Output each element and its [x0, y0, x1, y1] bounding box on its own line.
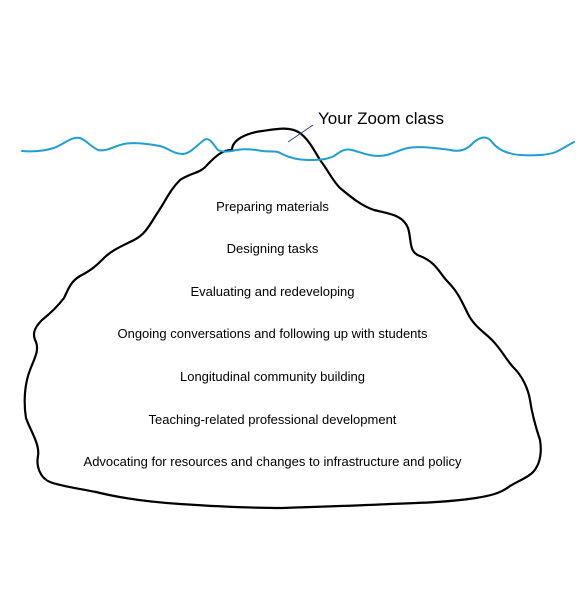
pointer-line	[287, 124, 314, 143]
hidden-item-label: Preparing materials	[216, 199, 329, 214]
hidden-item-label: Designing tasks	[226, 241, 319, 256]
iceberg-outline	[23, 127, 542, 510]
hidden-item-label: Teaching-related professional developmen…	[148, 412, 397, 427]
visible-label: Your Zoom class	[318, 109, 444, 128]
hidden-item-label: Longitudinal community building	[179, 369, 365, 384]
hidden-item-label: Ongoing conversations and following up w…	[117, 326, 428, 341]
water-line	[21, 136, 575, 161]
hidden-item-label: Evaluating and redeveloping	[190, 284, 355, 299]
hidden-item-label: Advocating for resources and changes to …	[83, 454, 462, 469]
